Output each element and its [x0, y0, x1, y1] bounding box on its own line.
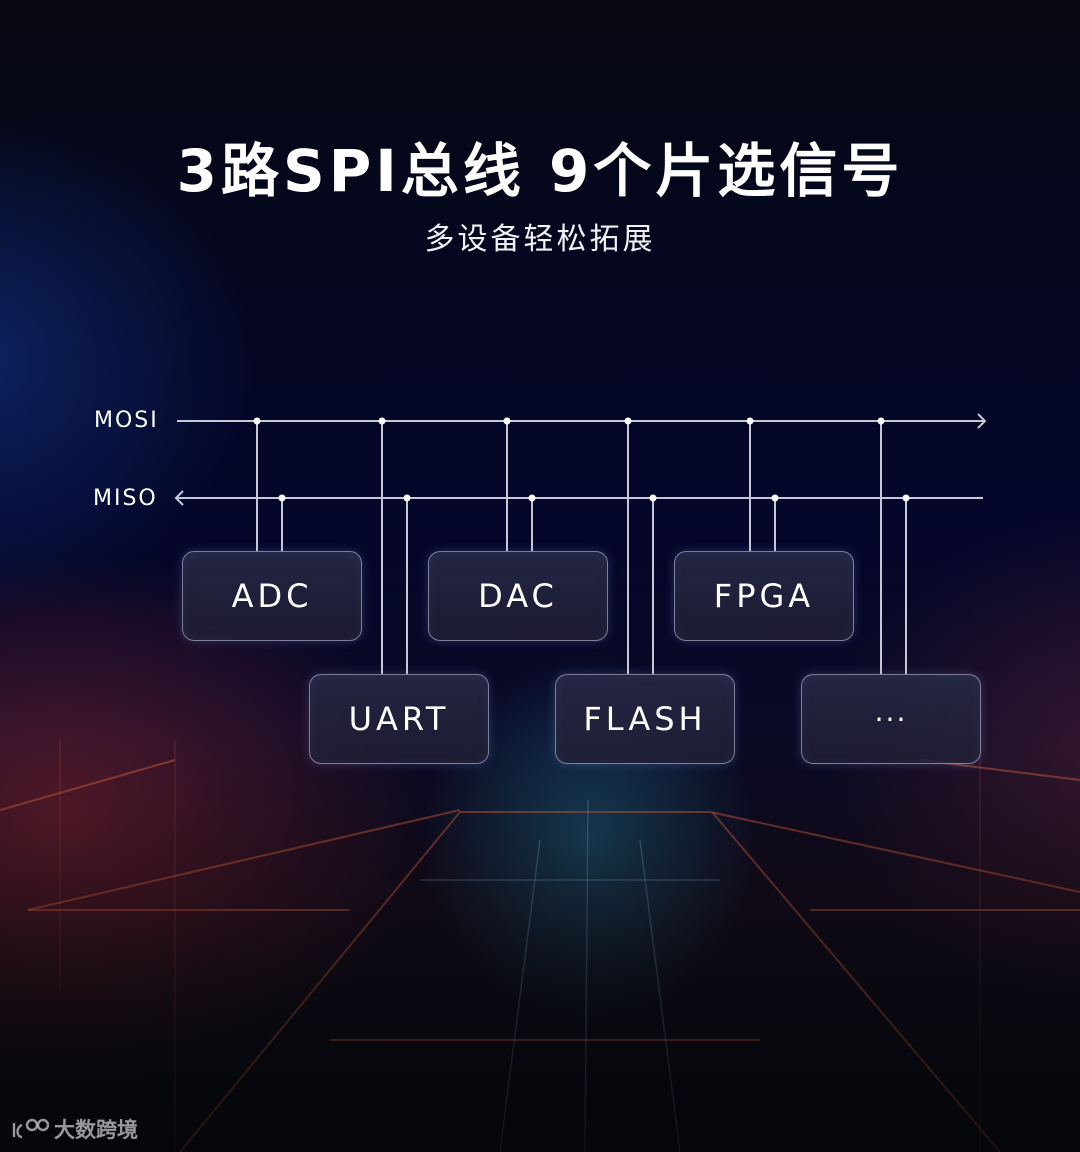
device-box-adc: ADC [182, 551, 362, 641]
spi-bus-diagram [174, 413, 987, 674]
device-box-more: ··· [801, 674, 981, 764]
floor-perspective-grid [0, 740, 1080, 1152]
page-subtitle: 多设备轻松拓展 [424, 222, 656, 257]
100-logo-icon [12, 1118, 50, 1139]
watermark: 大数跨境 [10, 1114, 138, 1144]
device-box-flash: FLASH [555, 674, 735, 764]
miso-arrow-icon [174, 490, 184, 506]
miso-label: MISO [93, 486, 158, 511]
device-box-fpga: FPGA [674, 551, 854, 641]
device-box-uart: UART [309, 674, 489, 764]
watermark-text: 大数跨境 [54, 1118, 138, 1142]
device-box-dac: DAC [428, 551, 608, 641]
mosi-label: MOSI [94, 408, 159, 433]
mosi-arrow-icon [977, 413, 987, 429]
page-title: 3路SPI总线 9个片选信号 [176, 137, 904, 205]
